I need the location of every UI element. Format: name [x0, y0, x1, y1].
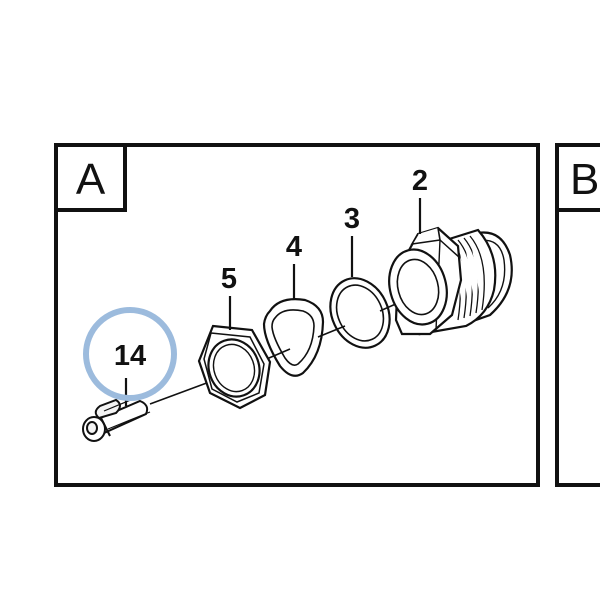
- panel-b: B: [555, 143, 600, 487]
- panel-b-frame: [555, 143, 600, 487]
- panel-a-frame: [54, 143, 540, 487]
- highlight-circle: [83, 307, 177, 401]
- threaded-fitting-part: [388, 226, 513, 336]
- panel-a-label: A: [76, 155, 106, 204]
- bolt-part: [82, 393, 151, 442]
- callout-3: 3: [344, 203, 360, 235]
- o-ring-part: [329, 277, 391, 349]
- panel-b-label: B: [570, 155, 599, 204]
- callout-14: 14: [114, 340, 146, 372]
- callout-4: 4: [286, 231, 302, 263]
- leader-lines: [124, 198, 422, 406]
- triangular-seal-part: [262, 298, 325, 377]
- assembly-axis: [149, 287, 433, 405]
- callout-2: 2: [412, 165, 428, 197]
- panel-a: A: [54, 143, 540, 487]
- callout-5: 5: [221, 263, 237, 295]
- panel-a-label-box: [54, 143, 127, 212]
- hex-nut-part: [197, 324, 272, 410]
